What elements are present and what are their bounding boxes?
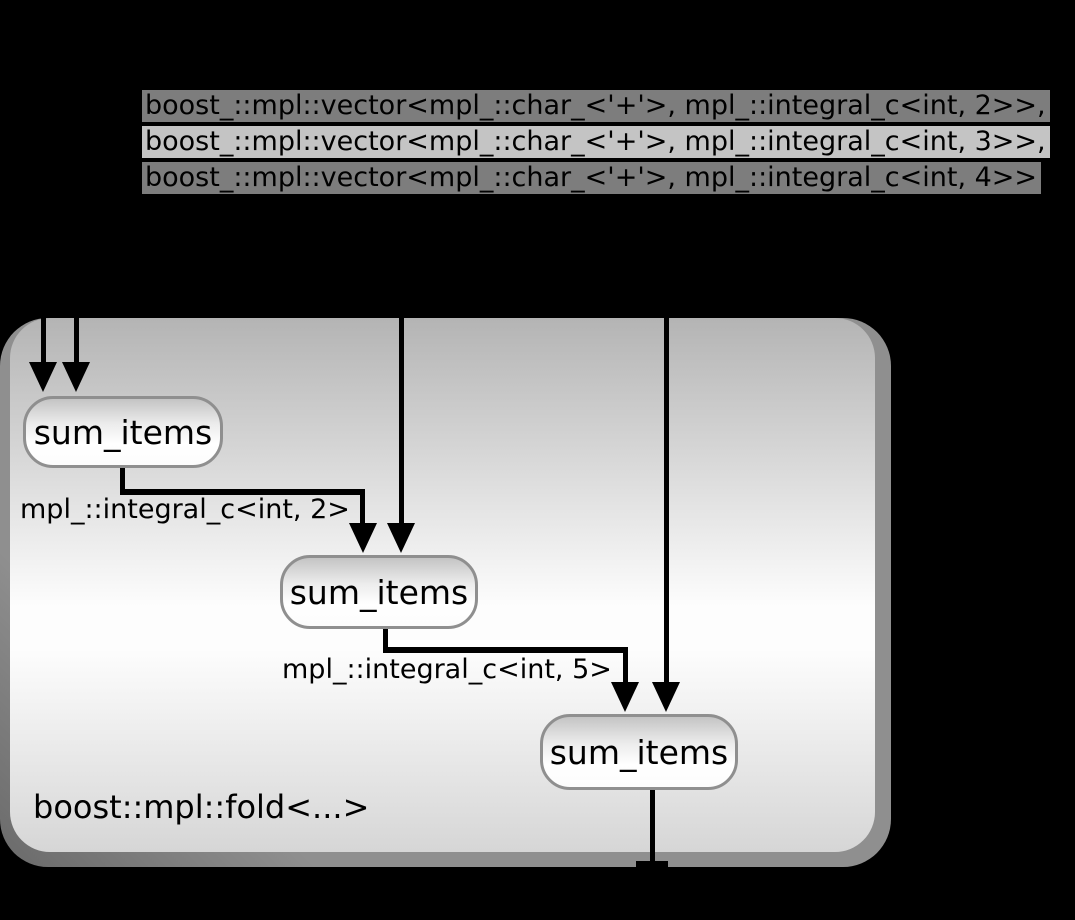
edge-segment <box>383 627 388 652</box>
edge-segment <box>399 318 404 525</box>
type-row-vector-int-3-selected[interactable]: boost_::mpl::vector<mpl_::char_<'+'>, mp… <box>142 126 1050 158</box>
node-label: sum_items <box>289 572 469 612</box>
type-row-vector-int-4[interactable]: boost_::mpl::vector<mpl_::char_<'+'>, mp… <box>142 162 1042 194</box>
edge-segment <box>650 788 655 864</box>
edge-arrowhead <box>387 523 415 553</box>
cluster-label: boost::mpl::fold<...> <box>33 788 370 826</box>
type-instantiation-list: boost_::mpl::vector<mpl_::char_<'+'>, mp… <box>142 90 1050 194</box>
edge-segment <box>664 318 669 682</box>
edge-segment <box>120 466 125 493</box>
sum-items-node-2[interactable]: sum_items <box>280 555 478 629</box>
edge-arrowhead <box>62 362 90 392</box>
edge-label-integral-c-5: mpl_::integral_c<int, 5> <box>282 654 612 685</box>
edge-segment <box>74 318 79 362</box>
edge-arrowhead <box>29 362 57 392</box>
edge-arrowhead <box>349 523 377 553</box>
edge-segment <box>623 647 628 682</box>
edge-arrowhead <box>611 682 639 712</box>
edge-segment <box>383 647 628 653</box>
edge-segment <box>120 489 365 495</box>
edge-segment <box>360 489 365 525</box>
edge-label-integral-c-2: mpl_::integral_c<int, 2> <box>20 494 350 525</box>
edge-arrowhead <box>652 682 680 712</box>
node-label: sum_items <box>33 412 213 452</box>
sum-items-node-3[interactable]: sum_items <box>540 714 738 790</box>
sum-items-node-1[interactable]: sum_items <box>23 396 223 468</box>
edge-segment <box>41 318 46 362</box>
node-label: sum_items <box>549 732 729 772</box>
edge-arrowhead-clipped <box>636 861 668 868</box>
type-row-vector-int-2[interactable]: boost_::mpl::vector<mpl_::char_<'+'>, mp… <box>142 90 1050 122</box>
